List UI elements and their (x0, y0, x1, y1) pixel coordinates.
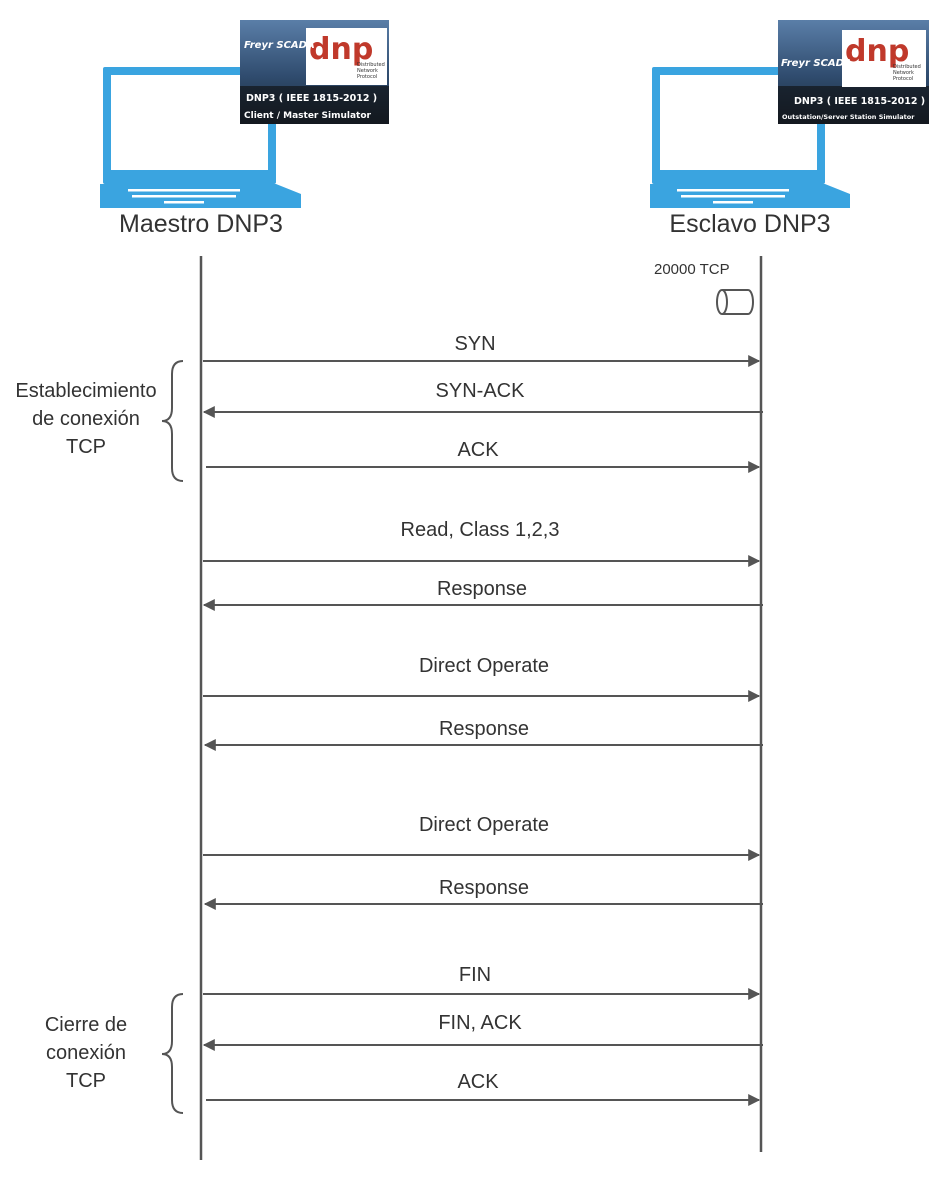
master-badge-line1: DNP3 ( IEEE 1815-2012 ) (246, 93, 377, 104)
message-label-ack-2: ACK (457, 1071, 499, 1093)
slave-brand-label: Freyr SCADA (781, 58, 852, 69)
message-label-ack-1: ACK (457, 439, 499, 461)
slave-logo-sub-1: Distributed (893, 64, 921, 70)
establish-label-2: de conexión (32, 408, 140, 430)
slave-logo-sub-3: Protocol (893, 76, 913, 82)
message-label-fin: FIN (459, 964, 491, 986)
close-label-3: TCP (66, 1070, 106, 1092)
master-dnp-logo: dnp (309, 32, 373, 67)
slave-badge-line2: Outstation/Server Station Simulator (782, 113, 915, 121)
slave-logo-sub-2: Network (893, 70, 914, 76)
close-brace (161, 993, 184, 1114)
master-brand-label: Freyr SCADA (244, 40, 315, 51)
message-label-syn: SYN (454, 333, 495, 355)
establish-label-3: TCP (66, 436, 106, 458)
close-label-2: conexión (46, 1042, 126, 1064)
message-label-syn-ack: SYN-ACK (436, 380, 526, 402)
master-simulator-badge: dnp Distributed Network Protocol Freyr S… (240, 20, 389, 124)
slave-computer-icon (650, 67, 850, 208)
slave-badge-line1: DNP3 ( IEEE 1815-2012 ) (794, 96, 925, 107)
message-label-response-1: Response (437, 578, 527, 600)
slave-simulator-badge: dnp Distributed Network Protocol Freyr S… (778, 20, 929, 124)
master-badge-line2: Client / Master Simulator (244, 111, 372, 121)
establish-brace (161, 360, 184, 482)
message-label-response-3: Response (439, 877, 529, 899)
port-cylinder-icon (716, 289, 754, 315)
message-label-direct-operate-1: Direct Operate (419, 655, 549, 677)
message-label-response-2: Response (439, 718, 529, 740)
slave-title: Esclavo DNP3 (669, 210, 830, 238)
port-label: 20000 TCP (654, 261, 730, 278)
message-label-read: Read, Class 1,2,3 (401, 519, 560, 541)
master-logo-sub-1: Distributed (357, 62, 385, 68)
slave-dnp-logo: dnp (845, 34, 909, 69)
message-label-fin-ack: FIN, ACK (438, 1012, 522, 1034)
close-label-1: Cierre de (45, 1014, 127, 1036)
master-logo-sub-3: Protocol (357, 74, 377, 80)
master-title: Maestro DNP3 (119, 210, 283, 238)
message-label-direct-operate-2: Direct Operate (419, 814, 549, 836)
master-logo-sub-2: Network (357, 68, 378, 74)
establish-label-1: Establecimiento (15, 380, 156, 402)
